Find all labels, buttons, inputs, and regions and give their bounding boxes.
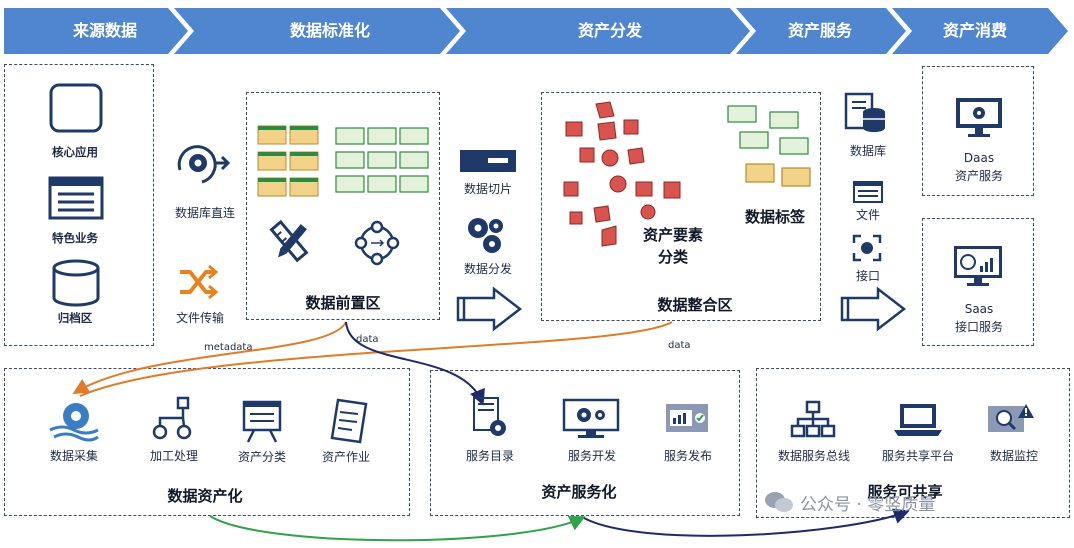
front-zone-title: 数据前置区 <box>305 294 381 312</box>
integration-feedback-line <box>79 321 673 397</box>
gear-refresh-icon <box>177 145 231 184</box>
source-item-archive: 归档区 <box>57 311 93 325</box>
sharing-item-monitor: 数据监控 <box>989 449 1038 463</box>
asset-classify-label: 分类 <box>657 248 688 266</box>
front-to-service-data-line <box>345 321 485 406</box>
service-item-publish: 服务发布 <box>663 449 712 463</box>
laptop-icon <box>894 404 942 436</box>
stage-chevron-3 <box>446 8 750 54</box>
asset-elements-shapes-icon <box>563 101 681 247</box>
stage-label-service: 资产服务 <box>787 21 852 40</box>
monitor-gears-icon <box>562 398 620 438</box>
metadata-flow-line <box>72 321 347 395</box>
data-slice-label: 数据切片 <box>463 182 512 196</box>
table-grid-yellow-icon <box>257 125 319 197</box>
asset-to-service-line <box>209 515 586 542</box>
service-layer-title: 资产服务化 <box>541 483 617 501</box>
stage-label-consume: 资产消费 <box>942 21 1007 40</box>
table-grid-green-icon <box>335 127 429 193</box>
database-stack-icon <box>844 92 885 132</box>
data-tags-label: 数据标签 <box>744 208 805 226</box>
sharing-title: 服务可共享 <box>867 483 943 501</box>
stage-chevron-1 <box>4 8 188 54</box>
monitor-alert-icon <box>988 404 1034 432</box>
document-pen-icon <box>330 398 368 444</box>
sources-box <box>4 64 154 346</box>
integration-zone-title: 数据整合区 <box>657 296 733 314</box>
stage-label-standardize: 数据标准化 <box>289 21 370 40</box>
pencil-ruler-icon <box>269 219 309 263</box>
server-slice-icon <box>460 150 516 172</box>
saas-box <box>922 218 1034 346</box>
data-collect-gear-icon <box>49 403 99 442</box>
assetization-item-operate: 资产作业 <box>321 450 370 464</box>
gears-icon <box>468 218 503 253</box>
monitor-gear-icon <box>956 98 1002 137</box>
wechat-logo-icon <box>765 492 793 512</box>
stage-label-source: 来源数据 <box>72 21 137 40</box>
saas-title: Saas <box>964 302 994 316</box>
service-to-sharing-line <box>583 508 910 537</box>
source-item-feature: 特色业务 <box>52 231 98 245</box>
sharing-item-bus: 数据服务总线 <box>777 449 850 463</box>
data-distribute-label: 数据分发 <box>463 262 512 276</box>
stage-chevron-4 <box>736 8 906 54</box>
database-cylinder-icon <box>52 259 100 307</box>
daas-subtitle: 资产服务 <box>954 169 1003 183</box>
service-item-catalog: 服务目录 <box>465 449 514 463</box>
assetization-title: 数据资产化 <box>167 487 243 505</box>
service-catalog-icon <box>473 397 506 436</box>
saas-subtitle: 接口服务 <box>954 320 1003 334</box>
stage-header-band <box>4 8 1068 54</box>
core-app-icon <box>49 83 103 133</box>
output-api-label: 接口 <box>855 269 880 283</box>
data-flow-label-1: data <box>356 334 379 345</box>
file-list-icon <box>853 181 883 203</box>
network-nodes-icon <box>354 220 400 266</box>
stage-label-distribute: 资产分发 <box>577 21 642 40</box>
outline-arrow-right-icon <box>456 286 523 332</box>
list-window-icon <box>48 176 104 220</box>
output-file-label: 文件 <box>855 208 880 222</box>
integration-zone-box <box>541 92 821 321</box>
service-item-develop: 服务开发 <box>567 449 616 463</box>
api-focus-icon <box>852 234 882 262</box>
org-tree-icon <box>790 400 836 438</box>
presentation-board-icon <box>242 400 282 443</box>
tag-tables-icon <box>727 105 811 187</box>
monitor-chart-icon <box>954 246 1002 286</box>
front-zone-box <box>246 92 440 320</box>
sharing-item-platform: 服务共享平台 <box>881 449 954 463</box>
asset-elements-label: 资产要素 <box>642 226 703 244</box>
stage-chevron-2 <box>174 8 460 54</box>
data-flow-label-2: data <box>668 340 691 351</box>
file-transfer-label: 文件传输 <box>175 311 224 325</box>
workflow-icon <box>152 396 192 440</box>
stage-chevron-5 <box>892 8 1068 54</box>
service-layer-box <box>430 370 740 516</box>
assetization-item-process: 加工处理 <box>149 449 198 463</box>
publish-dashboard-icon <box>666 404 708 432</box>
output-db-label: 数据库 <box>849 144 886 158</box>
source-item-core: 核心应用 <box>52 145 98 159</box>
daas-box <box>922 66 1034 196</box>
outline-arrow-right-icon-2 <box>840 286 907 332</box>
db-direct-label: 数据库直连 <box>174 206 235 220</box>
assetization-item-classify: 资产分类 <box>237 450 286 464</box>
watermark-text: 公众号 · 零竖质量 <box>800 495 936 515</box>
metadata-flow-label: metadata <box>204 342 253 353</box>
assetization-item-collect: 数据采集 <box>49 449 98 463</box>
sharing-box <box>756 368 1070 518</box>
daas-title: Daas <box>963 151 995 165</box>
shuffle-icon <box>180 264 219 300</box>
